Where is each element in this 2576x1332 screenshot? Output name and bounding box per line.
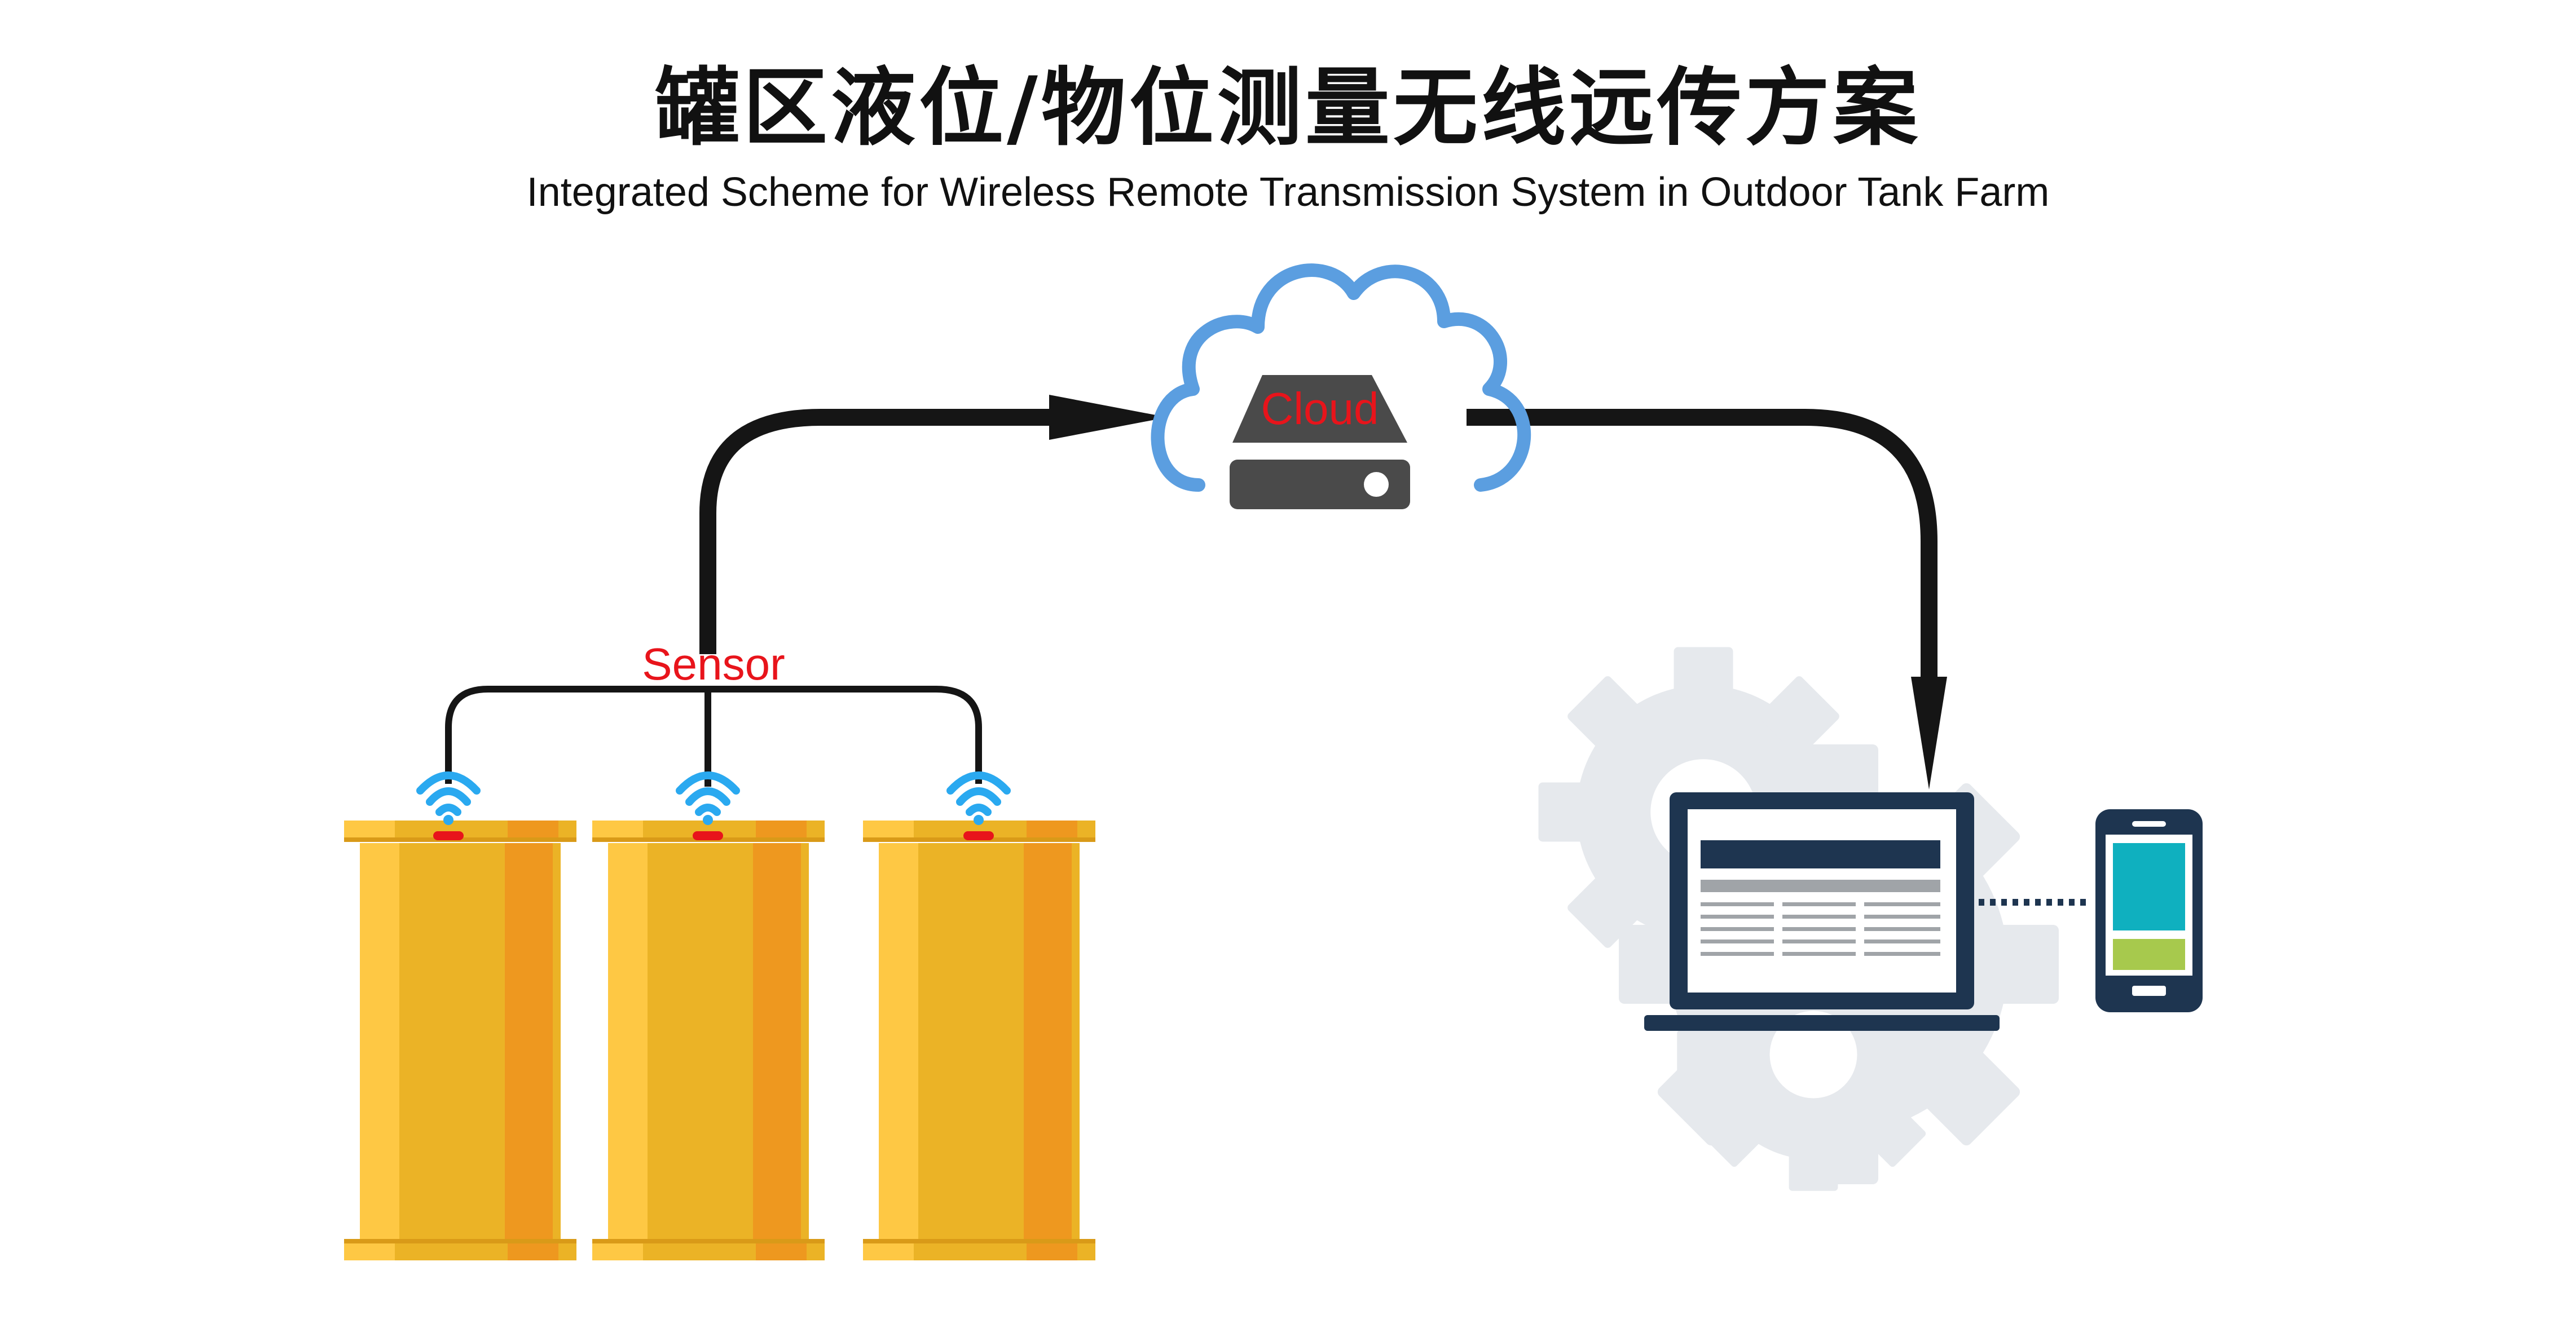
laptop-icon [1644,792,2000,1031]
server-icon [1230,375,1410,509]
cloud-icon [1151,263,1531,492]
phone-icon [2095,809,2203,1012]
tank-3 [863,821,1095,1260]
downlink-arrow [1467,409,1947,790]
sensor-label: Sensor [642,639,785,689]
uplink-arrow [699,395,1168,654]
sensor-wiring [445,686,982,787]
cloud-label: Cloud [1261,383,1379,434]
sensor-node [693,831,723,840]
page-subtitle: Integrated Scheme for Wireless Remote Tr… [526,170,2050,215]
tank-1 [344,821,576,1260]
sensor-node [963,831,994,840]
tank-2 [592,821,825,1260]
page-title: 罐区液位/物位测量无线远传方案 [655,59,1921,157]
sensor-node [433,831,464,840]
